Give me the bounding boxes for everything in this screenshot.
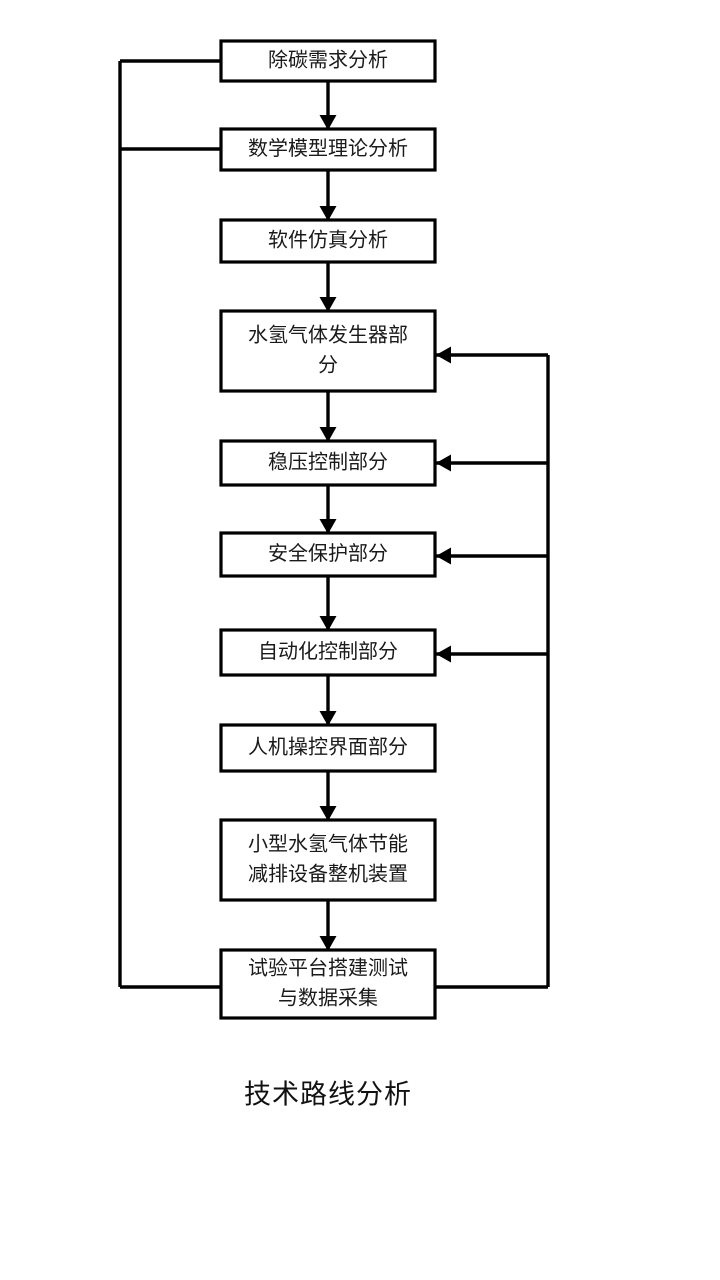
node-label: 人机操控界面部分: [248, 735, 408, 759]
node-label: 安全保护部分: [268, 541, 388, 565]
node-label: 稳压控制部分: [268, 450, 388, 474]
feedback-arrow-n10-to-n1: [120, 52, 235, 70]
forward-arrow-n9-to-n10: [319, 900, 337, 951]
node-box[interactable]: [219, 723, 437, 773]
left-feedback-edges: [118, 52, 235, 989]
feedback-arrow-n10-to-n7: [435, 645, 548, 663]
forward-arrow-n6-to-n7: [319, 576, 337, 631]
node-label: 分: [318, 353, 338, 377]
process-node-n5[interactable]: 稳压控制部分: [219, 439, 437, 487]
node-label: 水氢气体发生器部: [248, 323, 408, 347]
right-feedback-edges: [435, 346, 550, 989]
forward-arrow-n4-to-n5: [319, 391, 337, 442]
feedback-arrow-n10-to-n6: [435, 547, 548, 565]
forward-arrow-n8-to-n9: [319, 771, 337, 821]
feedback-arrow-n10-to-n4: [435, 346, 548, 364]
node-box[interactable]: [219, 948, 437, 1020]
node-box[interactable]: [219, 818, 437, 902]
process-nodes: 除碳需求分析数学模型理论分析软件仿真分析水氢气体发生器部分稳压控制部分安全保护部…: [219, 39, 437, 1020]
forward-arrow-n5-to-n6: [319, 485, 337, 534]
node-label: 软件仿真分析: [268, 228, 388, 252]
process-node-n6[interactable]: 安全保护部分: [219, 531, 437, 578]
node-label: 除碳需求分析: [268, 48, 388, 72]
diagram-caption: 技术路线分析: [244, 1080, 412, 1111]
process-node-n8[interactable]: 人机操控界面部分: [219, 723, 437, 773]
right-feedback-bus: [435, 355, 550, 989]
process-node-n3[interactable]: 软件仿真分析: [219, 218, 437, 264]
forward-arrow-n1-to-n2: [319, 81, 337, 130]
node-box[interactable]: [219, 531, 437, 578]
feedback-arrow-n10-to-n2: [120, 140, 235, 158]
node-box[interactable]: [219, 439, 437, 487]
forward-arrow-n3-to-n4: [319, 262, 337, 312]
node-label: 与数据采集: [278, 986, 378, 1010]
node-box[interactable]: [219, 309, 437, 393]
feedback-arrow-n10-to-n5: [435, 454, 548, 472]
node-box[interactable]: [219, 218, 437, 264]
node-label: 试验平台搭建测试: [248, 956, 408, 980]
left-feedback-bus: [118, 61, 221, 989]
node-label: 减排设备整机装置: [248, 862, 408, 886]
forward-arrow-n2-to-n3: [319, 170, 337, 221]
process-node-n1[interactable]: 除碳需求分析: [219, 39, 437, 83]
process-node-n2[interactable]: 数学模型理论分析: [219, 127, 437, 172]
forward-edges: [319, 81, 337, 951]
node-box[interactable]: [219, 628, 437, 677]
process-node-n7[interactable]: 自动化控制部分: [219, 628, 437, 677]
node-box[interactable]: [219, 127, 437, 172]
forward-arrow-n7-to-n8: [319, 675, 337, 726]
node-label: 自动化控制部分: [258, 639, 398, 663]
node-label: 小型水氢气体节能: [248, 832, 408, 856]
node-box[interactable]: [219, 39, 437, 83]
node-label: 数学模型理论分析: [248, 136, 408, 160]
